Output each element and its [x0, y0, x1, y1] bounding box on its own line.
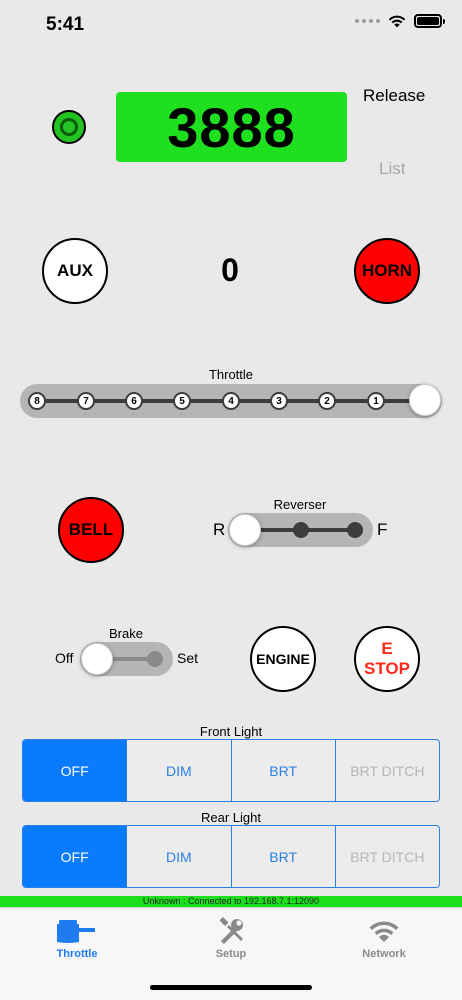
status-time: 5:41	[46, 14, 85, 35]
brake-knob[interactable]	[81, 643, 113, 675]
reverser-label: Reverser	[273, 497, 327, 512]
signal-dots-icon	[355, 19, 380, 23]
front-light-brt-ditch[interactable]: BRT DITCH	[350, 762, 425, 779]
speed-value: 0	[221, 252, 239, 288]
front-light-label: Front Light	[199, 724, 263, 739]
connection-status-bar: Unknown : Connected to 192.168.7.1:12090	[0, 896, 462, 907]
reverser-knob[interactable]	[229, 514, 261, 546]
tab-throttle-label: Throttle	[56, 948, 98, 960]
wifi-status-icon	[388, 15, 406, 27]
estop-line-1: E	[381, 639, 393, 659]
aux-button[interactable]: AUX	[42, 238, 108, 304]
throttle-slider[interactable]: 8 7 6 5 4 3 2 1	[20, 384, 442, 418]
bell-button[interactable]: BELL	[58, 497, 124, 563]
throttle-knob[interactable]	[409, 384, 441, 416]
tab-throttle[interactable]: Throttle	[17, 914, 137, 960]
reverser-slider[interactable]	[228, 513, 373, 547]
loco-address-display[interactable]: 3888	[116, 92, 347, 162]
throttle-notch: 7	[77, 392, 95, 410]
throttle-label: Throttle	[208, 367, 254, 382]
status-indicators	[355, 14, 445, 28]
brake-off-label: Off	[55, 650, 74, 666]
list-button[interactable]: List	[379, 159, 406, 178]
tools-icon	[219, 917, 243, 944]
tab-network-label: Network	[362, 948, 406, 960]
throttle-notch: 4	[222, 392, 240, 410]
tab-setup-label: Setup	[215, 948, 247, 960]
front-light-brt[interactable]: BRT	[232, 740, 336, 801]
rear-light-brt-ditch[interactable]: BRT DITCH	[350, 848, 425, 865]
tab-setup[interactable]: Setup	[171, 914, 291, 960]
estop-line-2: STOP	[364, 659, 410, 678]
brake-slider[interactable]	[80, 642, 173, 676]
front-light-dim[interactable]: DIM	[127, 740, 232, 801]
brake-stop	[147, 651, 163, 667]
rear-light-brt[interactable]: BRT	[232, 826, 336, 887]
throttle-notch: 5	[173, 392, 191, 410]
reverser-stop	[293, 522, 309, 538]
horn-button[interactable]: HORN	[354, 238, 420, 304]
estop-button[interactable]: E STOP	[354, 626, 420, 692]
battery-icon	[414, 14, 445, 28]
brake-set-label: Set	[177, 650, 199, 666]
front-light-segmented-control[interactable]: OFF DIM BRT BRT DITCH	[22, 739, 440, 802]
brake-track-line	[98, 657, 155, 661]
throttle-notch: 3	[270, 392, 288, 410]
tab-bar: Throttle Setup Network	[0, 907, 462, 1000]
reverser-r-label: R	[213, 520, 226, 539]
reverser-stop	[347, 522, 363, 538]
engine-button[interactable]: ENGINE	[250, 626, 316, 692]
throttle-icon	[57, 920, 95, 943]
front-light-off[interactable]: OFF	[23, 740, 128, 801]
tab-network[interactable]: Network	[324, 914, 444, 960]
rear-light-dim[interactable]: DIM	[127, 826, 232, 887]
release-button[interactable]: Release	[363, 86, 426, 105]
brake-label: Brake	[109, 626, 143, 641]
throttle-notch: 6	[125, 392, 143, 410]
rear-light-off[interactable]: OFF	[23, 826, 128, 887]
rear-light-segmented-control[interactable]: OFF DIM BRT BRT DITCH	[22, 825, 440, 888]
throttle-notch: 2	[318, 392, 336, 410]
reverser-f-label: F	[377, 520, 388, 539]
throttle-notch: 8	[28, 392, 46, 410]
connection-indicator-icon[interactable]	[52, 110, 86, 144]
rear-light-label: Rear Light	[201, 810, 261, 825]
wifi-icon	[369, 921, 399, 942]
home-indicator	[150, 985, 312, 990]
throttle-notch: 1	[367, 392, 385, 410]
